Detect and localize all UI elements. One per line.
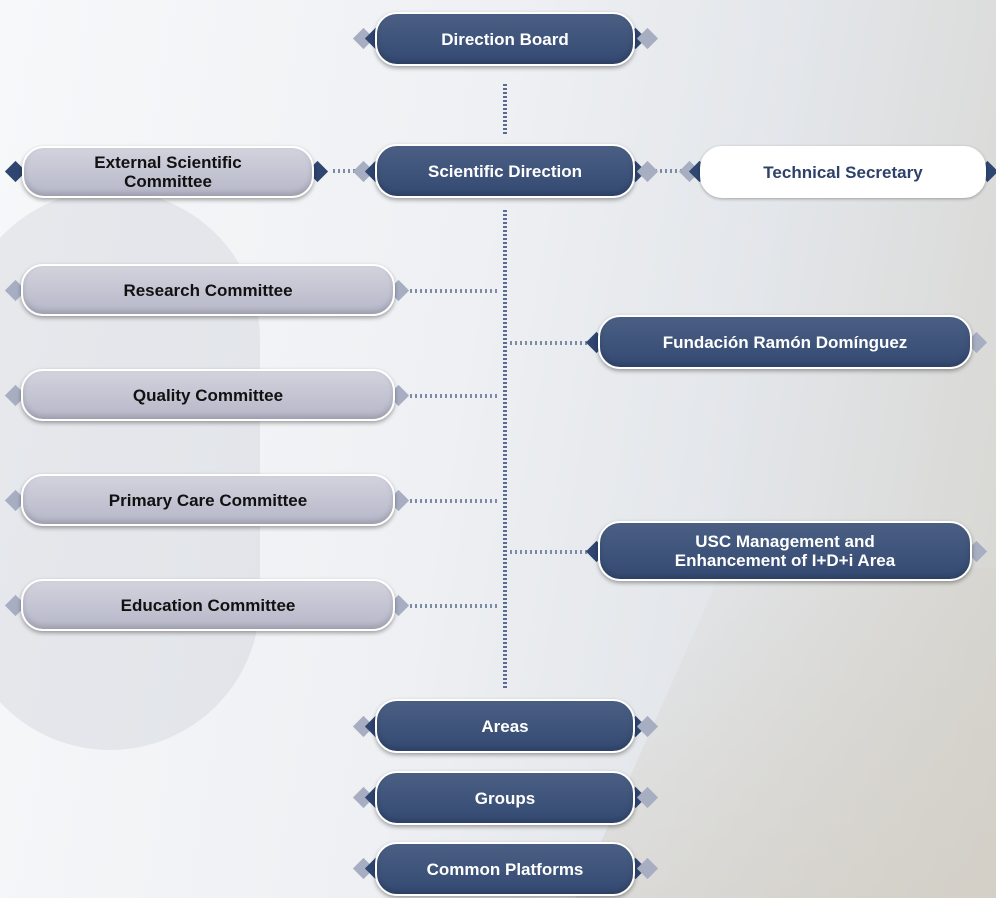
- connector-main-trunk: [503, 210, 507, 690]
- primary-care-committee-label: Primary Care Committee: [108, 490, 308, 510]
- primary-care-committee-node[interactable]: Primary Care Committee: [21, 474, 395, 526]
- technical-secretary-label: Technical Secretary: [763, 162, 923, 182]
- connector-quality: [400, 394, 500, 398]
- groups-node[interactable]: Groups: [375, 771, 635, 825]
- usc-management-label: USC Management and Enhancement of I+D+i …: [674, 532, 896, 570]
- education-committee-node[interactable]: Education Committee: [21, 579, 395, 631]
- quality-committee-label: Quality Committee: [132, 385, 284, 405]
- technical-secretary-node[interactable]: Technical Secretary: [700, 146, 986, 198]
- connector-secretary-to-direction: [655, 169, 695, 173]
- areas-label: Areas: [481, 716, 529, 736]
- education-committee-label: Education Committee: [120, 595, 296, 615]
- connector-research: [400, 289, 500, 293]
- connector-fundacion: [510, 341, 590, 345]
- research-committee-node[interactable]: Research Committee: [21, 264, 395, 316]
- connector-board-to-direction: [503, 84, 507, 134]
- research-committee-label: Research Committee: [123, 280, 293, 300]
- common-platforms-label: Common Platforms: [426, 859, 584, 879]
- scientific-direction-node[interactable]: Scientific Direction: [375, 144, 635, 198]
- connector-primary-care: [400, 499, 500, 503]
- scientific-direction-label: Scientific Direction: [428, 161, 582, 181]
- groups-label: Groups: [474, 788, 536, 808]
- common-platforms-node[interactable]: Common Platforms: [375, 842, 635, 896]
- connector-usc: [510, 550, 590, 554]
- direction-board-node[interactable]: Direction Board: [375, 12, 635, 66]
- quality-committee-node[interactable]: Quality Committee: [21, 369, 395, 421]
- connector-education: [400, 604, 500, 608]
- areas-node[interactable]: Areas: [375, 699, 635, 753]
- usc-management-node[interactable]: USC Management and Enhancement of I+D+i …: [598, 521, 972, 581]
- external-scientific-committee-label: External Scientific Committee: [94, 153, 242, 191]
- fundacion-ramon-dominguez-label: Fundación Ramón Domínguez: [662, 332, 908, 352]
- connector-external-to-direction: [333, 169, 363, 173]
- diamond-right: [636, 27, 659, 50]
- direction-board-label: Direction Board: [441, 29, 569, 49]
- fundacion-ramon-dominguez-node[interactable]: Fundación Ramón Domínguez: [598, 315, 972, 369]
- diamond-right: [636, 160, 659, 183]
- external-scientific-committee-node[interactable]: External Scientific Committee: [22, 146, 314, 198]
